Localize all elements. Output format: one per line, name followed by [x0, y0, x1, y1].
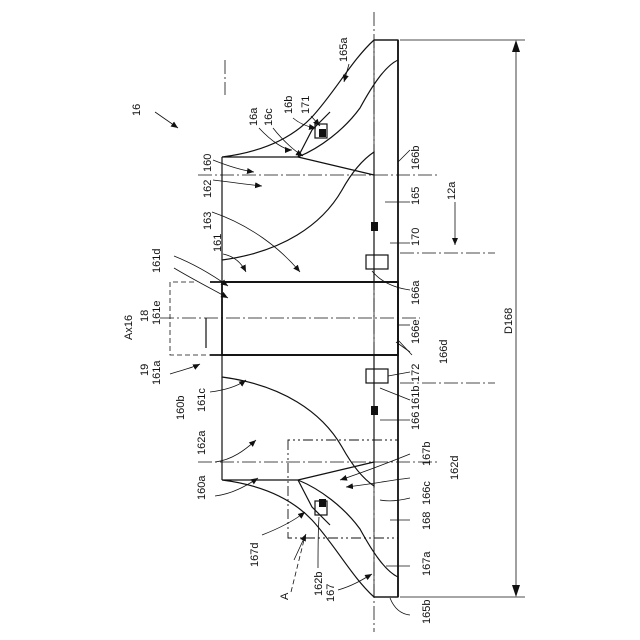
label-162b: 162b	[313, 572, 325, 596]
label-165b: 165b	[421, 600, 433, 624]
label-160a: 160a	[196, 475, 208, 500]
label-166a: 166a	[410, 280, 422, 305]
label-171: 171	[300, 96, 312, 114]
shaft-bore	[206, 282, 412, 355]
label-162: 162	[202, 180, 214, 198]
label-167a: 167a	[421, 551, 433, 576]
label-161c: 161c	[196, 388, 208, 412]
label-170: 170	[410, 228, 422, 246]
label-16c: 16c	[263, 108, 275, 126]
label-161d: 161d	[151, 249, 163, 273]
label-166d: 166d	[438, 340, 450, 364]
label-161e: 161e	[151, 301, 163, 325]
label-165a: 165a	[338, 37, 350, 62]
label-16b: 16b	[283, 96, 295, 114]
label-161: 161	[212, 234, 224, 252]
label-18: 18	[139, 310, 151, 322]
label-16a: 16a	[248, 107, 260, 126]
label-19: 19	[139, 364, 151, 376]
label-16: 16	[131, 104, 143, 116]
label-167: 167	[325, 584, 337, 602]
label-166e: 166e	[410, 320, 422, 344]
label-160: 160	[202, 154, 214, 172]
label-A: A	[279, 592, 291, 600]
label-165: 165	[410, 187, 422, 205]
seal-blocks	[315, 124, 388, 515]
label-161a: 161a	[151, 360, 163, 385]
label-D168: D168	[503, 308, 515, 334]
label-12a: 12a	[446, 181, 458, 200]
label-167b: 167b	[421, 442, 433, 466]
label-Ax16: Ax16	[123, 315, 135, 340]
label-166: 166	[410, 412, 422, 430]
back-plate-hatched-section	[374, 40, 398, 597]
label-168: 168	[421, 512, 433, 530]
hub-hatched-section	[222, 152, 374, 486]
label-160b: 160b	[175, 396, 187, 420]
label-167d: 167d	[249, 543, 261, 567]
label-163: 163	[202, 212, 214, 230]
label-162a: 162a	[196, 430, 208, 455]
label-172: 172	[410, 364, 422, 382]
label-166b: 166b	[410, 146, 422, 170]
label-161b: 161b	[410, 386, 422, 410]
label-162d: 162d	[449, 456, 461, 480]
label-166c: 166c	[421, 481, 433, 505]
